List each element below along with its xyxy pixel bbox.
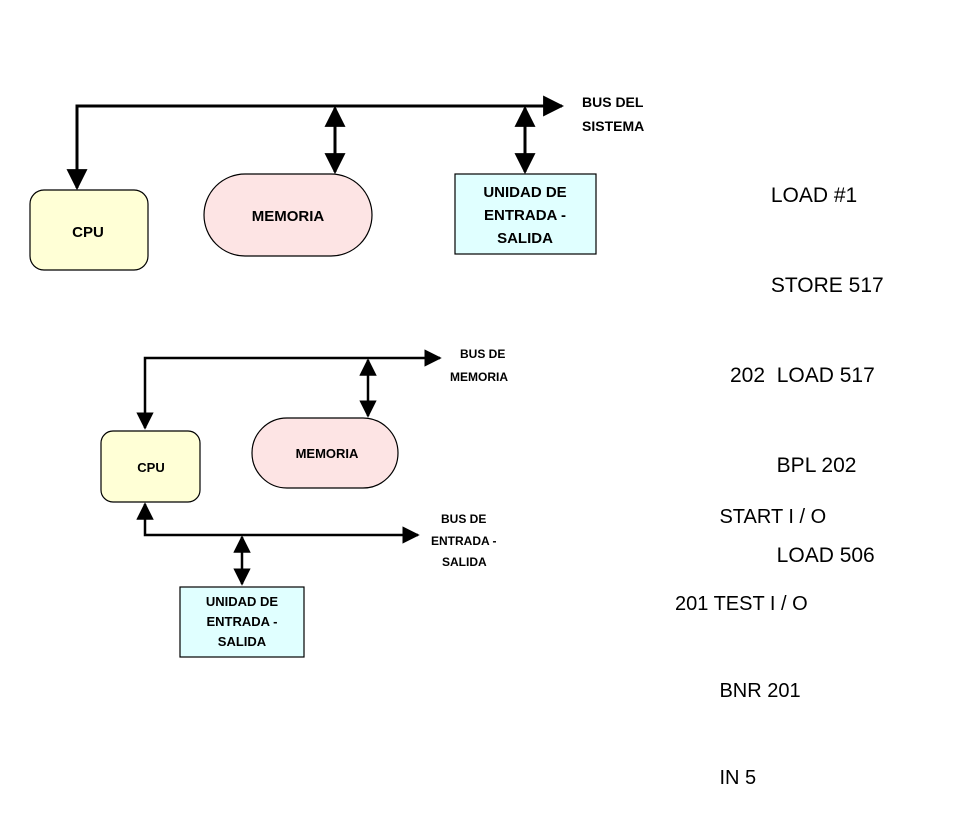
code-line: LOAD #1	[730, 184, 858, 207]
io-bus-label-line-1: BUS DE	[441, 512, 486, 526]
memory-label-2: MEMORIA	[296, 446, 359, 461]
separate-bus-diagram: CPU MEMORIA UNIDAD DE ENTRADA - SALIDA B…	[100, 347, 508, 658]
io-unit-box-2: UNIDAD DE ENTRADA - SALIDA	[179, 586, 305, 658]
memory-label: MEMORIA	[252, 208, 325, 225]
code-line: START I / O	[675, 506, 827, 528]
io-unit-label-line-3: SALIDA	[497, 230, 553, 247]
io-unit-box: UNIDAD DE ENTRADA - SALIDA	[454, 173, 597, 255]
io-unit-label-line-1: UNIDAD DE	[483, 184, 566, 201]
code-line: LOAD 506	[730, 544, 875, 567]
cpu-label: CPU	[72, 224, 104, 241]
cpu-box: CPU	[29, 189, 149, 271]
memory-bus-label-line-1: BUS DE	[460, 347, 505, 361]
io-code-listing: START I / O 201 TEST I / O BNR 201 IN 5	[675, 445, 826, 822]
code-line: 201 TEST I / O	[675, 593, 808, 615]
code-line: BNR 201	[675, 680, 801, 702]
system-bus-line	[66, 95, 565, 191]
code-line: STORE 517	[730, 274, 884, 297]
code-line: BPL 202	[730, 454, 857, 477]
io-unit-label-line-2: ENTRADA -	[484, 207, 566, 224]
polling-code-listing: LOAD #1 STORE 517 202 LOAD 517 BPL 202 L…	[730, 121, 884, 601]
architecture-diagram: CPU MEMORIA UNIDAD DE ENTRADA - SALIDA B…	[29, 94, 644, 658]
cpu-box-2: CPU	[100, 430, 201, 503]
io-bus-label-line-2: ENTRADA -	[431, 534, 497, 548]
code-line: 202 LOAD 517	[730, 364, 875, 387]
memory-bus-label-line-2: MEMORIA	[450, 370, 508, 384]
code-line: IN 5	[675, 767, 757, 789]
io-bus-line	[136, 502, 420, 544]
memory-bus-line	[136, 349, 442, 430]
io-unit-2-label-line-3: SALIDA	[218, 634, 267, 649]
cpu-label-2: CPU	[137, 460, 164, 475]
io-unit-2-label-line-1: UNIDAD DE	[206, 594, 279, 609]
system-bus-diagram: CPU MEMORIA UNIDAD DE ENTRADA - SALIDA B…	[29, 94, 644, 271]
system-bus-label-line-2: SISTEMA	[582, 118, 644, 134]
system-bus-label-line-1: BUS DEL	[582, 94, 644, 110]
memory-box: MEMORIA	[203, 173, 373, 257]
memory-box-2: MEMORIA	[251, 417, 399, 489]
io-bus-label-line-3: SALIDA	[442, 555, 487, 569]
io-unit-2-label-line-2: ENTRADA -	[206, 614, 277, 629]
